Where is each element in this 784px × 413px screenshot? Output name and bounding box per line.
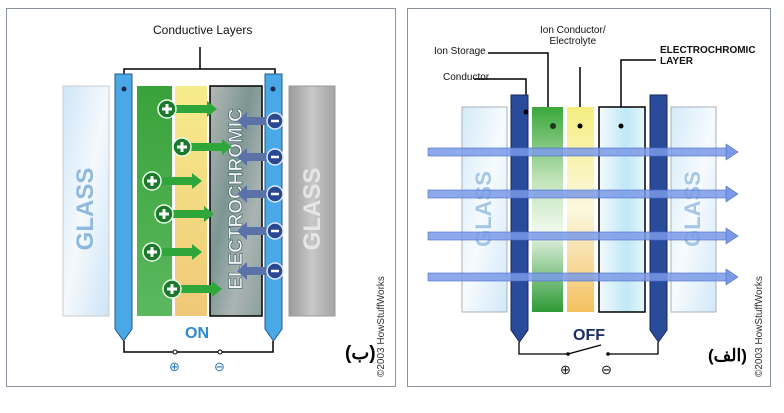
positive-ion [142, 171, 202, 191]
electrolyte-layer [175, 86, 207, 316]
positive-terminal: ⊕ [560, 362, 571, 377]
negative-ion [237, 222, 284, 240]
open-switch [567, 344, 602, 355]
glass-left [62, 85, 110, 317]
switch-contact-left [172, 349, 178, 355]
glass-right-label: GLASS [299, 168, 326, 251]
light-ray [427, 268, 739, 286]
positive-ion [142, 242, 202, 262]
electrochromic-line2: LAYER [660, 56, 693, 67]
ion-storage-layer [137, 86, 172, 316]
negative-ions [237, 112, 284, 280]
negative-ion [237, 262, 284, 280]
callout-lines [123, 47, 276, 81]
light-rays [427, 143, 739, 286]
conductive-layer-left [114, 73, 133, 342]
circuit-wire-left [518, 342, 568, 355]
ion-conductor-line2: Electrolyte [549, 36, 597, 47]
callout-dots [523, 109, 624, 129]
positive-ions [142, 99, 232, 299]
copyright: ©2003 HowStuffWorks [754, 276, 765, 377]
circuit-wire-right [608, 342, 659, 355]
panel-label-b: (ب) [345, 343, 376, 364]
positive-terminal: ⊕ [169, 359, 180, 374]
positive-ion [162, 279, 222, 299]
light-ray [427, 143, 739, 161]
callout-ion-storage: Ion Storage [434, 46, 486, 57]
glass-left-label: GLASS [72, 168, 99, 251]
callout-electrochromic: ELECTROCHROMIC LAYER [660, 45, 756, 67]
circuit-wire [123, 341, 274, 353]
switch-contact-right [217, 349, 223, 355]
positive-ion [157, 99, 217, 119]
positive-ion [172, 137, 232, 157]
panel-off: GLASS GLASS Ion Conductor/ Electrolyte I… [407, 8, 771, 387]
on-diagram: GLASS ELECTROCHROMIC GLASS [62, 47, 336, 355]
glass-right [288, 85, 336, 317]
light-ray [427, 227, 739, 245]
conductor-right [649, 94, 668, 343]
light-ray [427, 185, 739, 203]
off-diagram: GLASS GLASS [427, 52, 739, 356]
callout-ion-conductor: Ion Conductor/ Electrolyte [540, 25, 606, 47]
ion-conductor-line1: Ion Conductor/ [540, 25, 606, 36]
panel-label-a: (الف) [708, 346, 747, 365]
negative-terminal: ⊖ [601, 362, 612, 377]
negative-ion [237, 112, 284, 130]
negative-terminal: ⊖ [214, 359, 225, 374]
callout-conductive-layers: Conductive Layers [153, 23, 253, 37]
negative-ion [237, 148, 284, 166]
state-label: ON [185, 325, 209, 342]
conductor-left [510, 94, 529, 343]
copyright: ©2003 HowStuffWorks [376, 276, 387, 377]
electrochromic-line1: ELECTROCHROMIC [660, 45, 756, 56]
callout-conductor: Conductor [443, 72, 490, 83]
state-label: OFF [573, 327, 605, 344]
positive-ion [154, 204, 214, 224]
panel-on: GLASS ELECTROCHROMIC GLASS Conductive La… [6, 8, 396, 387]
negative-ion [237, 185, 284, 203]
